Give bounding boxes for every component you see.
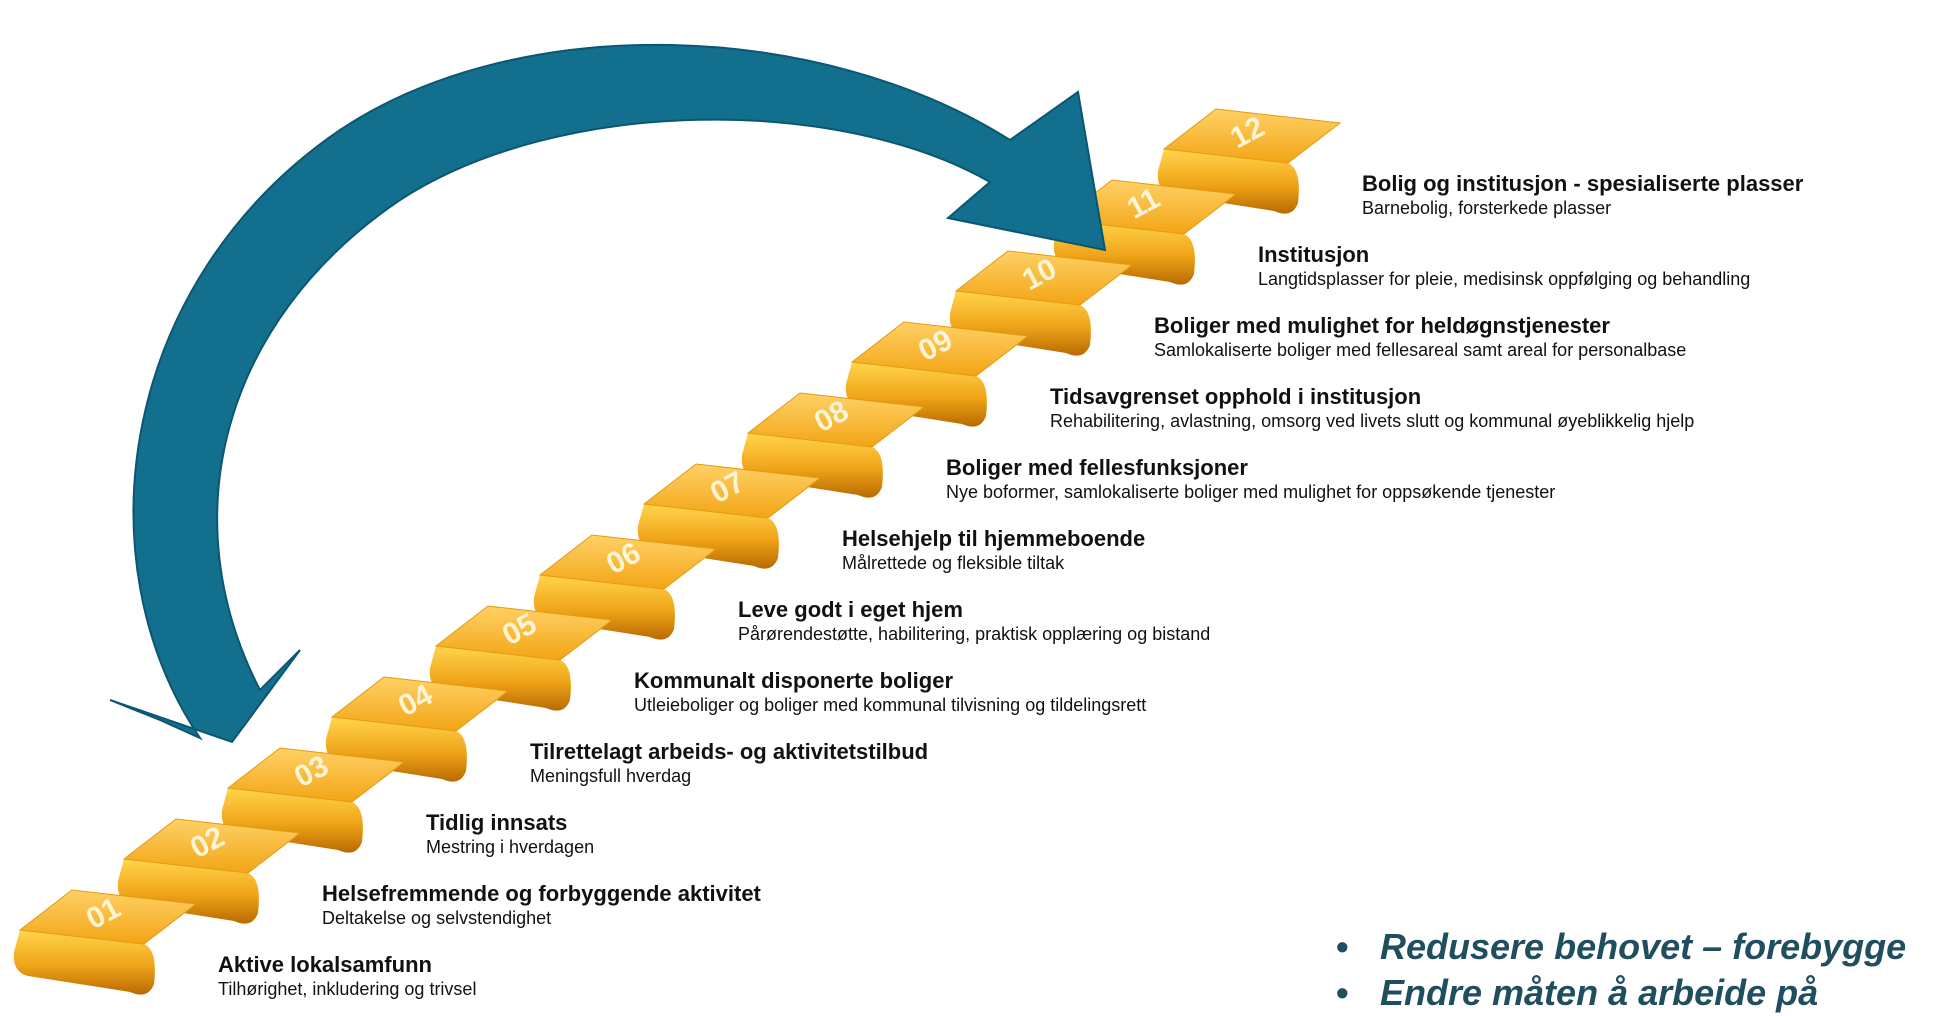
curved-arrow-icon bbox=[109, 43, 1107, 744]
step-title: Institusjon bbox=[1258, 242, 1370, 267]
step-top-face bbox=[538, 534, 718, 590]
step-description: Meningsfull hverdag bbox=[530, 766, 692, 786]
step-description: Barnebolig, forsterkede plasser bbox=[1362, 198, 1612, 218]
step-description: Deltakelse og selvstendighet bbox=[322, 908, 552, 928]
step-description: Utleieboliger og boliger med kommunal ti… bbox=[634, 695, 1147, 715]
step-10: 10 bbox=[949, 250, 1134, 356]
step-title: Kommunalt disponerte boliger bbox=[634, 668, 954, 693]
step-title: Helsehjelp til hjemmeboende bbox=[842, 526, 1146, 551]
step-title: Tilrettelagt arbeids- og aktivitetstilbu… bbox=[530, 739, 929, 764]
step-title: Helsefremmende og forbyggende aktivitet bbox=[322, 881, 761, 906]
step-top-face bbox=[226, 747, 406, 803]
step-title: Boliger med fellesfunksjoner bbox=[946, 455, 1248, 480]
step-top-face bbox=[434, 605, 614, 661]
step-description: Langtidsplasser for pleie, medisinsk opp… bbox=[1258, 269, 1751, 289]
step-top-face bbox=[642, 463, 822, 519]
bullet-dot-icon: • bbox=[1336, 972, 1349, 1013]
step-title: Boliger med mulighet for heldøgnstjenest… bbox=[1154, 313, 1610, 338]
step-label-04: Tilrettelagt arbeids- og aktivitetstilbu… bbox=[530, 739, 928, 787]
step-label-12: Bolig og institusjon - spesialiserte pla… bbox=[1362, 171, 1803, 219]
step-description: Målrettede og fleksible tiltak bbox=[842, 553, 1065, 573]
step-description: Mestring i hverdagen bbox=[426, 837, 595, 857]
step-top-face bbox=[330, 676, 510, 732]
step-03: 03 bbox=[221, 747, 406, 853]
step-top-face bbox=[850, 321, 1030, 377]
step-description: Pårørendestøtte, habilitering, praktisk … bbox=[738, 624, 1211, 644]
bullet-item: •Endre måten å arbeide på bbox=[1336, 970, 1906, 1016]
step-top-face bbox=[18, 889, 198, 945]
step-label-10: Boliger med mulighet for heldøgnstjenest… bbox=[1154, 313, 1686, 361]
bullet-list: •Redusere behovet – forebygge •Endre måt… bbox=[1336, 924, 1906, 1016]
step-title: Tidsavgrenset opphold i institusjon bbox=[1050, 384, 1422, 409]
step-description: Tilhørighet, inkludering og trivsel bbox=[218, 979, 477, 999]
step-front-face bbox=[13, 930, 155, 995]
step-top-face bbox=[746, 392, 926, 448]
step-title: Aktive lokalsamfunn bbox=[218, 952, 432, 977]
step-title: Tidlig innsats bbox=[426, 810, 568, 835]
step-description: Rehabilitering, avlastning, omsorg ved l… bbox=[1050, 411, 1695, 431]
step-title: Leve godt i eget hjem bbox=[738, 597, 963, 622]
step-description: Samlokaliserte boliger med fellesareal s… bbox=[1154, 340, 1687, 360]
step-top-face bbox=[1162, 108, 1342, 164]
step-top-face bbox=[954, 250, 1134, 306]
step-01: 01 bbox=[13, 889, 198, 995]
bullet-dot-icon: • bbox=[1336, 926, 1349, 967]
step-top-face bbox=[122, 818, 302, 874]
step-description: Nye boformer, samlokaliserte boliger med… bbox=[946, 482, 1556, 502]
bullet-item: •Redusere behovet – forebygge bbox=[1336, 924, 1906, 970]
step-title: Bolig og institusjon - spesialiserte pla… bbox=[1362, 171, 1804, 196]
